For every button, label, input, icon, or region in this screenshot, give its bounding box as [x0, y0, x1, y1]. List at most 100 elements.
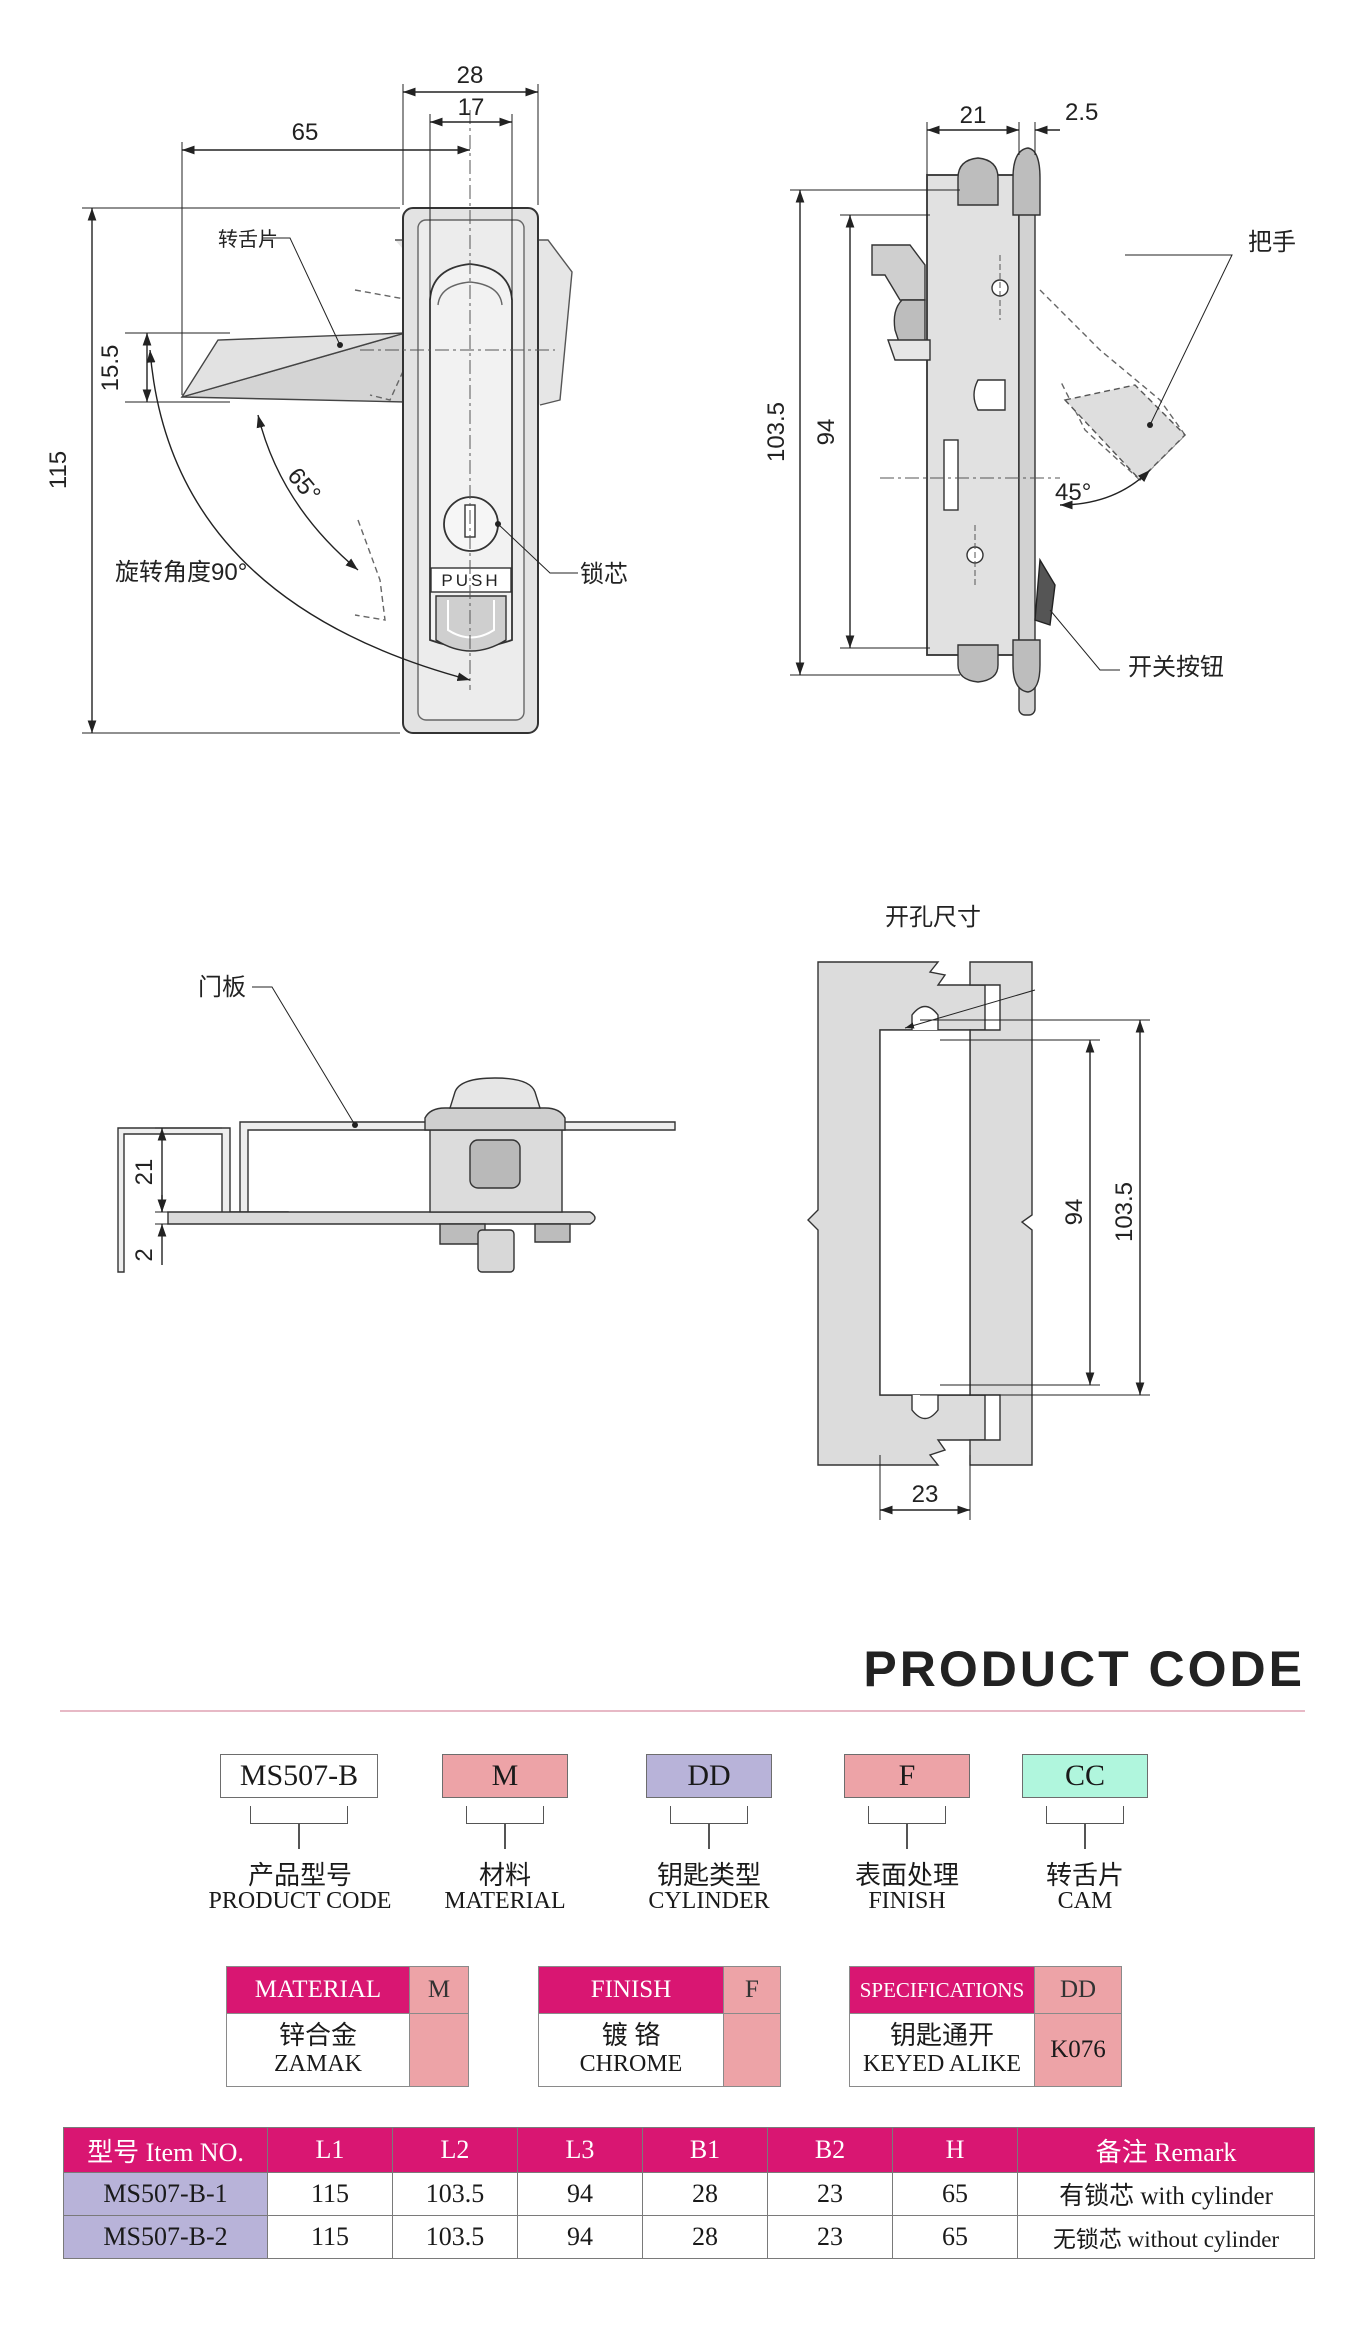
- material-table-header: MATERIAL: [226, 1966, 410, 2014]
- finish-table-value: 镀 铬 CHROME: [538, 2013, 724, 2087]
- caption-cylinder-zh: 钥匙类型: [656, 1860, 761, 1890]
- items-table: 型号 Item NO. L1 L2 L3 B1 B2 H 备注 Remark M…: [63, 2127, 1315, 2259]
- front-view: [82, 84, 578, 734]
- cell-l1: 115: [267, 2215, 393, 2259]
- push-label: PUSH: [441, 571, 500, 590]
- code-box-cam: CC: [1022, 1754, 1148, 1798]
- specifications-value-zh: 钥匙通开: [889, 2021, 994, 2050]
- caption-finish: 表面处理 FINISH: [832, 1862, 982, 1914]
- bracket-product: [250, 1806, 348, 1824]
- caption-material-zh: 材料: [478, 1860, 531, 1890]
- lock-core-callout: 锁芯: [580, 561, 628, 588]
- material-value-zh: 锌合金: [278, 2021, 357, 2050]
- code-box-material: M: [442, 1754, 568, 1798]
- caption-finish-en: FINISH: [868, 1888, 946, 1914]
- bracket-cam: [1046, 1806, 1124, 1824]
- side-dim-103-5: 103.5: [763, 402, 790, 462]
- material-value-en: ZAMAK: [274, 2051, 362, 2077]
- finish-value-en: CHROME: [579, 2051, 683, 2077]
- cell-item-no: MS507-B-2: [63, 2215, 268, 2259]
- front-rotation-label: 旋转角度90°: [115, 559, 247, 586]
- code-box-cylinder: DD: [646, 1754, 772, 1798]
- cell-l3: 94: [517, 2172, 643, 2216]
- side-view: [790, 122, 1233, 716]
- caption-finish-zh: 表面处理: [854, 1860, 959, 1890]
- cell-remark: 有锁芯 with cylinder: [1017, 2172, 1315, 2216]
- cutout-title: 开孔尺寸: [885, 904, 981, 931]
- specifications-value-code: K076: [1034, 2013, 1122, 2087]
- col-remark: 备注 Remark: [1017, 2127, 1315, 2173]
- caption-product: 产品型号 PRODUCT CODE: [195, 1862, 405, 1914]
- finish-table-header: FINISH: [538, 1966, 724, 2014]
- cell-l3: 94: [517, 2215, 643, 2259]
- section-view: [117, 986, 676, 1273]
- door-panel-callout: 门板: [198, 974, 246, 1001]
- bracket-cylinder: [670, 1806, 748, 1824]
- stem-finish: [906, 1823, 908, 1849]
- product-code-title: PRODUCT CODE: [863, 1641, 1305, 1697]
- stem-material: [504, 1823, 506, 1849]
- cutout-dim-103-5: 103.5: [1111, 1182, 1138, 1242]
- finish-table-code: F: [723, 1966, 781, 2014]
- specifications-table: SPECIFICATIONS DD 钥匙通开 KEYED ALIKE K076: [849, 1966, 1122, 2087]
- side-dim-21: 21: [960, 102, 987, 129]
- caption-cylinder-en: CYLINDER: [648, 1888, 770, 1914]
- front-angle-65: 65°: [282, 463, 326, 508]
- caption-product-en: PRODUCT CODE: [208, 1888, 392, 1914]
- section-dim-21: 21: [131, 1159, 158, 1186]
- material-value-code: [409, 2013, 469, 2087]
- caption-cam-en: CAM: [1057, 1888, 1113, 1914]
- caption-cylinder: 钥匙类型 CYLINDER: [634, 1862, 784, 1914]
- front-dim-65: 65: [292, 119, 319, 146]
- col-h: H: [892, 2127, 1018, 2173]
- side-dim-2-5: 2.5: [1065, 99, 1098, 126]
- cutout-view: [807, 961, 1150, 1520]
- col-b2: B2: [767, 2127, 893, 2173]
- stem-cylinder: [708, 1823, 710, 1849]
- col-item-no: 型号 Item NO.: [63, 2127, 268, 2173]
- cell-l2: 103.5: [392, 2215, 518, 2259]
- front-dim-15-5: 15.5: [97, 345, 124, 392]
- bracket-finish: [868, 1806, 946, 1824]
- specifications-table-value: 钥匙通开 KEYED ALIKE: [849, 2013, 1035, 2087]
- technical-drawings: 28 17 65 15.5 115 65° 旋转角度90° 转舌片 锁芯 PUS…: [45, 62, 1296, 1520]
- stem-cam: [1084, 1823, 1086, 1849]
- cutout-dim-94: 94: [1061, 1199, 1088, 1226]
- front-dim-28: 28: [457, 62, 484, 89]
- caption-material: 材料 MATERIAL: [430, 1862, 580, 1914]
- table-row: MS507-B-2 115 103.5 94 28 23 65 无锁芯 with…: [63, 2215, 1315, 2259]
- handle-callout: 把手: [1248, 229, 1296, 256]
- col-b1: B1: [642, 2127, 768, 2173]
- cell-l2: 103.5: [392, 2172, 518, 2216]
- cutout-dim-23: 23: [912, 1481, 939, 1508]
- table-row: MS507-B-1 115 103.5 94 28 23 65 有锁芯 with…: [63, 2172, 1315, 2216]
- caption-cam-zh: 转舌片: [1045, 1860, 1124, 1890]
- col-l2: L2: [392, 2127, 518, 2173]
- finish-value-code: [723, 2013, 781, 2087]
- side-angle-45: 45°: [1055, 479, 1091, 506]
- side-dim-94: 94: [813, 419, 840, 446]
- front-dim-17: 17: [458, 94, 485, 121]
- specifications-table-code: DD: [1034, 1966, 1122, 2014]
- material-table: MATERIAL M 锌合金 ZAMAK: [226, 1966, 469, 2087]
- cell-l1: 115: [267, 2172, 393, 2216]
- stem-product: [298, 1823, 300, 1849]
- bracket-material: [466, 1806, 544, 1824]
- cell-b2: 23: [767, 2215, 893, 2259]
- cell-b1: 28: [642, 2172, 768, 2216]
- cam-callout: 转舌片: [218, 228, 278, 251]
- caption-cam: 转舌片 CAM: [1010, 1862, 1160, 1914]
- section-dim-2: 2: [131, 1248, 158, 1261]
- divider: [60, 1710, 1305, 1712]
- caption-material-en: MATERIAL: [444, 1888, 566, 1914]
- material-table-code: M: [409, 1966, 469, 2014]
- material-table-value: 锌合金 ZAMAK: [226, 2013, 410, 2087]
- code-box-finish: F: [844, 1754, 970, 1798]
- finish-value-zh: 镀 铬: [601, 2021, 661, 2050]
- cell-b1: 28: [642, 2215, 768, 2259]
- col-l3: L3: [517, 2127, 643, 2173]
- front-dim-115: 115: [45, 451, 72, 489]
- code-box-product: MS507-B: [220, 1754, 378, 1798]
- col-l1: L1: [267, 2127, 393, 2173]
- cell-remark: 无锁芯 without cylinder: [1017, 2215, 1315, 2259]
